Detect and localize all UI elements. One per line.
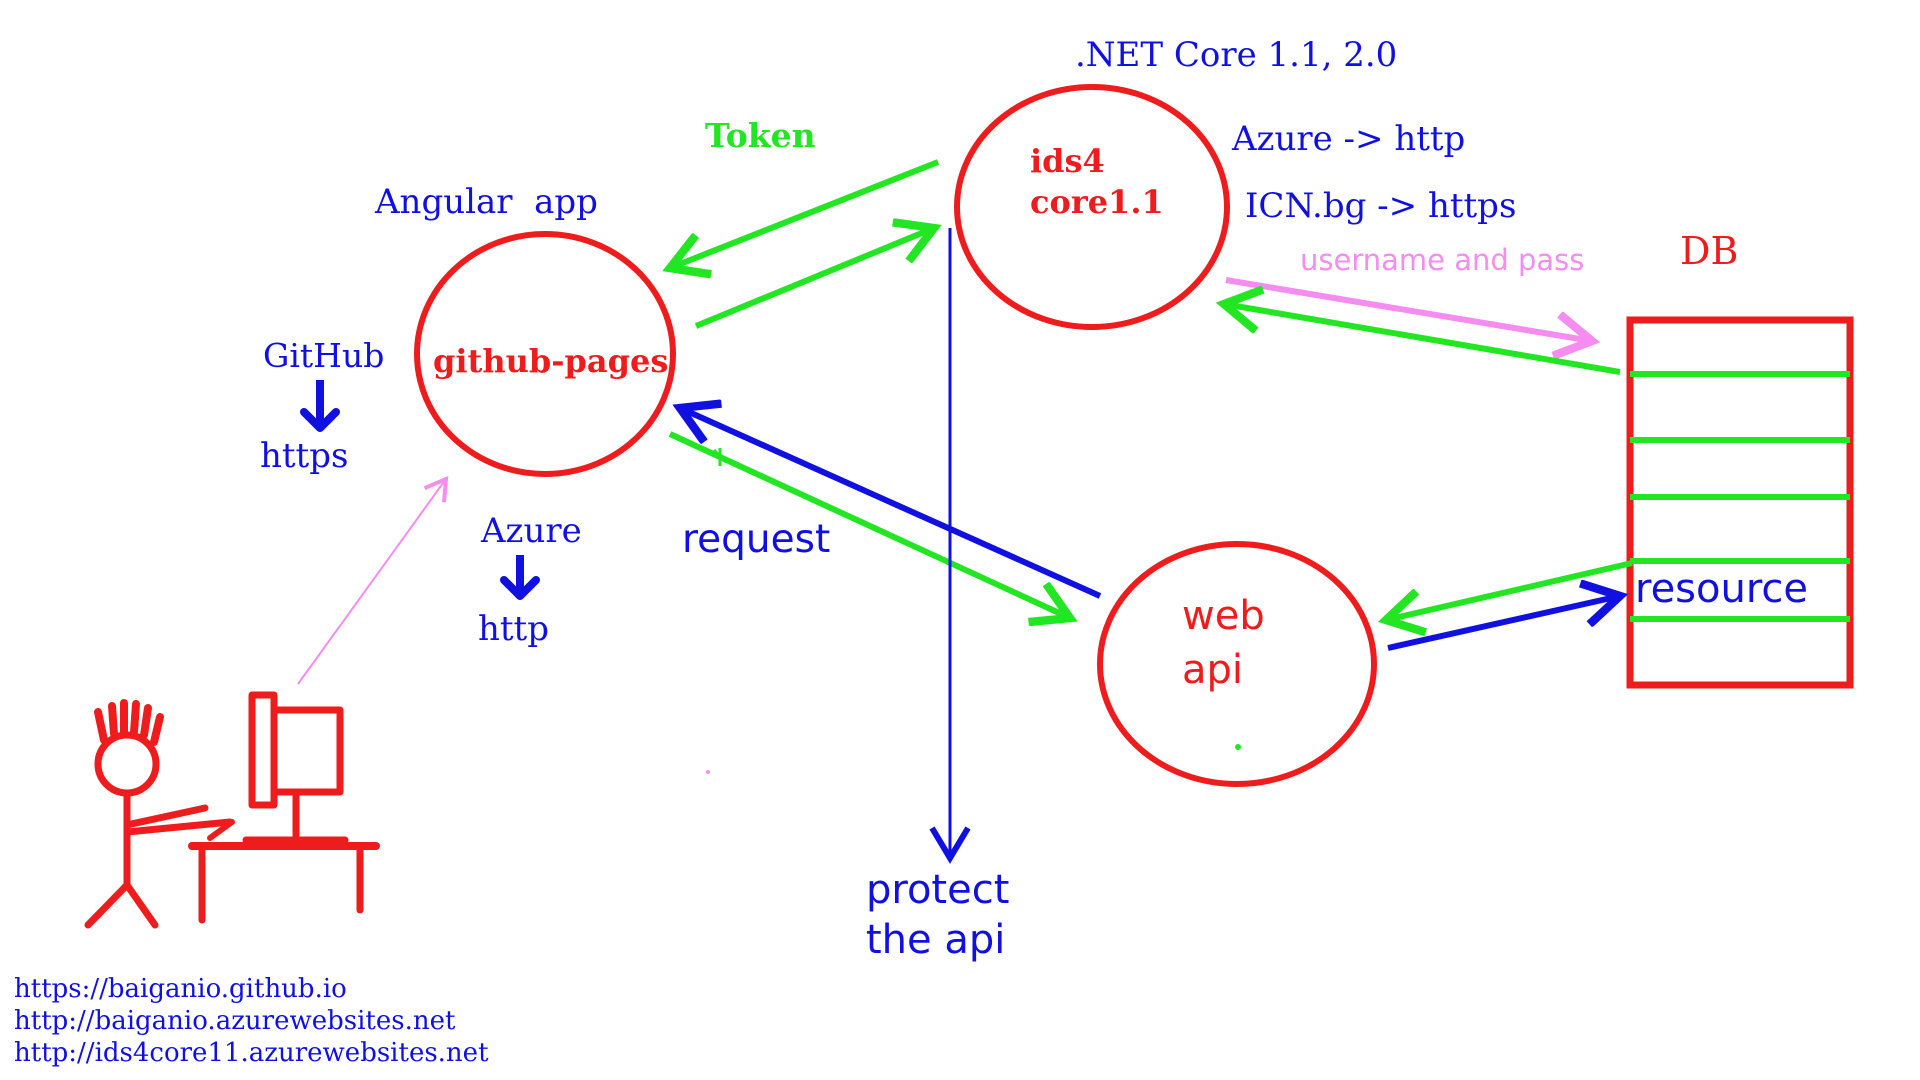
azure-down-arrow-icon xyxy=(500,555,540,600)
ids4-node xyxy=(954,84,1230,330)
resource-label: resource xyxy=(1635,566,1808,612)
azure-http-note: Azure -> http xyxy=(1231,119,1465,159)
credentials-arrow xyxy=(1225,277,1592,341)
angular-app-label: Angular app xyxy=(374,182,598,222)
green-tick-mark xyxy=(712,448,728,466)
url-line: https://baiganio.github.io xyxy=(14,974,347,1004)
icn-https-note: ICN.bg -> https xyxy=(1245,186,1516,226)
ids4-label-line2: core1.1 xyxy=(1030,183,1164,221)
database-box xyxy=(1626,316,1854,689)
token-label: Token xyxy=(705,116,816,155)
auth-request-arrow xyxy=(694,228,934,329)
https-label: https xyxy=(260,436,348,476)
url-line: http://baiganio.azurewebsites.net xyxy=(14,1006,456,1036)
request-label: request xyxy=(682,517,830,562)
protect-label-line1: protect xyxy=(866,867,1009,913)
protect-label-line2: the api xyxy=(866,917,1005,963)
db-to-ids4-arrow xyxy=(1224,304,1621,375)
ids4-label-line1: ids4 xyxy=(1030,142,1105,180)
web-api-node xyxy=(1097,541,1377,787)
net-core-label: .NET Core 1.1, 2.0 xyxy=(1075,35,1397,75)
person-at-computer-icon xyxy=(84,691,380,929)
api-label: api xyxy=(1182,647,1243,693)
web-label: web xyxy=(1182,593,1265,639)
pink-dot xyxy=(706,770,710,774)
username-pass-label: username and pass xyxy=(1300,243,1584,277)
angular-app-node xyxy=(414,231,676,477)
token-arrow xyxy=(670,159,940,268)
green-dot xyxy=(1235,744,1241,750)
api-to-resource-arrow xyxy=(1387,596,1620,651)
db-label: DB xyxy=(1680,229,1738,273)
http-label: http xyxy=(478,609,549,649)
azure-label: Azure xyxy=(480,511,582,551)
response-arrow xyxy=(680,408,1102,599)
request-arrow xyxy=(668,431,1070,618)
user-to-app-arrow xyxy=(297,475,449,685)
resource-to-api-arrow xyxy=(1386,560,1633,620)
github-pages-label: github-pages xyxy=(433,342,668,380)
github-label: GitHub xyxy=(263,336,384,375)
url-line: http://ids4core11.azurewebsites.net xyxy=(14,1038,489,1068)
github-down-arrow-icon xyxy=(300,380,340,432)
